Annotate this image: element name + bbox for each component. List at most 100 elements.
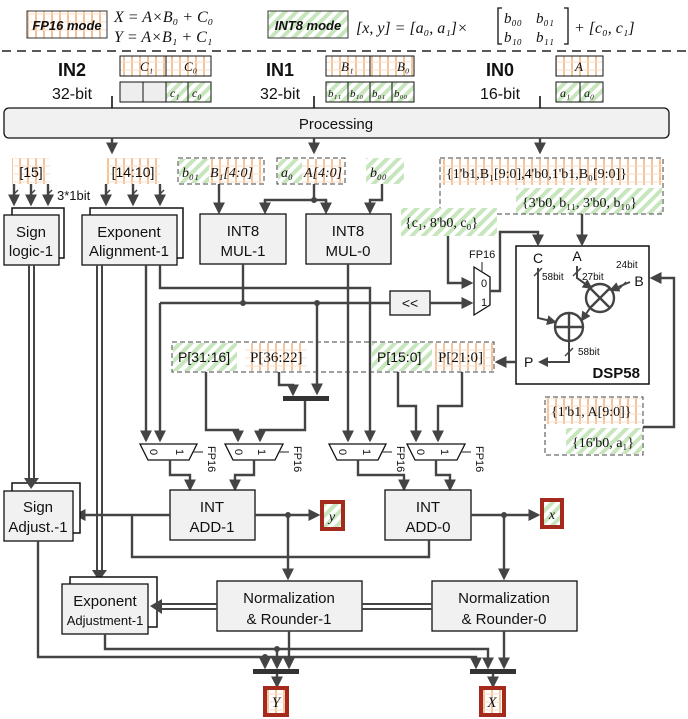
add1-label-1: INT [200, 499, 224, 516]
in1-label: IN1 [266, 60, 294, 80]
matrix-b11: b₁₁ [536, 30, 554, 46]
mux-add1-a [138, 443, 199, 461]
dsp-port-p: P [524, 354, 533, 370]
exp-bits-label: [14:10] [112, 164, 155, 180]
dsp-b-bitwidth: 24bit [616, 260, 638, 271]
mux-select-fp16: FP16 [394, 446, 406, 472]
mux-add0-a [327, 443, 388, 461]
b00-field [366, 158, 404, 184]
mux-add0-b [405, 443, 467, 461]
mux-select-fp16: FP16 [291, 446, 303, 472]
in1-field-b00 [391, 81, 415, 103]
exp-align-label-1: Exponent [97, 224, 161, 241]
add1-label-2: ADD-1 [189, 519, 234, 536]
int8-equation-lhs: [x, y] = [a₀, a₁]× [356, 20, 468, 37]
fp16-mode-swatch [26, 10, 108, 39]
mux-label-0: 0 [147, 449, 159, 455]
in1-width: 32-bit [260, 86, 301, 103]
mux-label-1: 1 [255, 449, 267, 455]
mul0-label-2: MUL-0 [325, 243, 370, 260]
output-y-label: y [327, 510, 336, 525]
matrix-b01: b₀₁ [536, 11, 554, 27]
dsp-c-int8-operand: {c₁, 8'b0, c₀} [405, 216, 478, 231]
exp-align-label-2: Alignment-1 [89, 243, 169, 260]
dsp58-block: C A B P DSP58 58bit 27bit 24bit 58bit [515, 245, 650, 385]
in2-width: 32-bit [52, 86, 93, 103]
int8-mode-label: INT8 mode [275, 18, 341, 33]
add0-label-1: INT [416, 499, 440, 516]
bit-bus-wires: 3*1bit [8, 184, 166, 207]
output-Y-label: Y [272, 695, 282, 711]
in2-field-c0-text: C₀ [184, 59, 197, 74]
dsp-a-int8-operand: {3'b0, b₁₁, 3'b0, b₁₀} [522, 196, 637, 211]
in0-width: 16-bit [480, 86, 521, 103]
dsp-b-int8-operand: {16'b0, a₁} [572, 436, 634, 451]
processing-block [3, 107, 670, 139]
legend-int8: INT8 mode [x, y] = [a₀, a₁]× b₀₀ b₀₁ b₁₀… [267, 7, 635, 46]
norm0-label-2: & Rounder-0 [461, 611, 546, 628]
in2-field-c0 [165, 55, 212, 77]
dsp-a-fp16-operand: {1'b1,B₁[9:0],4'b0,1'b1,B₀[9:0]} [446, 167, 627, 182]
mul1-label-2: MUL-1 [220, 243, 265, 260]
int8-mode-swatch [267, 10, 349, 39]
p-lo-int8-field: P[15:0] [377, 349, 421, 365]
mul1-fp16-operand: B₁[4:0] [210, 166, 253, 181]
in2-int8-c0-text: c₀ [192, 86, 202, 100]
in1-int8-b00-text: b₀₀ [394, 88, 407, 100]
mul1-label-1: INT8 [227, 223, 260, 240]
exp-adj-label-1: Exponent [73, 593, 137, 610]
dsp-b-fp16-operand: {1'b1, A[9:0]} [551, 405, 632, 420]
dsp-c-mux-in0: 0 [481, 278, 487, 290]
in0-int8-a0-text: a₀ [584, 86, 594, 100]
sign-logic-label-2: logic-1 [9, 243, 53, 260]
dsp-p-bitwidth: 58bit [578, 347, 600, 358]
sign-bit-field [12, 158, 50, 184]
in0-field-a0 [579, 81, 604, 103]
sign-adj-label-1: Sign [23, 499, 53, 516]
in1-field-b0-text: B₀ [397, 59, 409, 74]
mul1-int8-operand: b₀₁ [182, 166, 199, 181]
exponent-alignment-block [81, 214, 178, 266]
dsp-port-a: A [572, 248, 582, 264]
in2-field-c1-text: C₁ [140, 59, 153, 74]
legend-fp16: FP16 mode X = A×B₀ + C₀ Y = A×B₁ + C₁ [26, 9, 213, 46]
in2-field-c0-int8 [187, 81, 212, 103]
in2-label: IN2 [58, 60, 86, 80]
add0-label-2: ADD-0 [405, 519, 450, 536]
mux-select-fp16: FP16 [473, 446, 485, 472]
matrix-b00: b₀₀ [504, 11, 522, 27]
in1-int8-b01-text: b₀₁ [372, 88, 385, 100]
norm1-label-2: & Rounder-1 [246, 611, 331, 628]
matrix-left-bracket [497, 7, 502, 45]
mux-label-0: 0 [232, 449, 244, 455]
dsp-port-b: B [634, 273, 643, 289]
dsp-p-output-field: P[31:16] P[36:22] P[15:0] P[21:0] [171, 341, 495, 373]
dsp-c-bitwidth: 58bit [542, 272, 564, 283]
dsp-c-mux [473, 265, 491, 317]
in0-int8-a1-text: a₁ [560, 86, 570, 100]
normalization-rounder-0-block [431, 580, 578, 632]
int8-equation-rhs: + [c₀, c₁] [574, 20, 635, 37]
sign-logic-label-1: Sign [16, 224, 46, 241]
dsp-c-int8-field [401, 208, 497, 236]
in1-field-b1-text: B₁ [341, 59, 353, 74]
in2-field-empty-2 [142, 81, 167, 103]
in0-field-a [555, 55, 604, 77]
in2-int8-c1-text: c₁ [170, 86, 180, 100]
dsp-a-input-field: {1'b1,B₁[9:0],4'b0,1'b1,B₀[9:0]} {3'b0, … [439, 157, 664, 215]
dsp-b-input-field: {1'b1, A[9:0]} {16'b0, a₁} [544, 396, 644, 456]
mul1-input-field: b₀₁ B₁[4:0] [177, 157, 265, 185]
fp16-equation-y: Y = A×B₁ + C₁ [114, 29, 212, 46]
mul0-fp16-operand: A[4:0] [303, 166, 342, 181]
int8-mul-1-block [199, 213, 287, 265]
mul0-input-field: a₀ A[4:0] [276, 157, 346, 185]
mul0-int8-operand: a₀ [281, 166, 293, 181]
dsp-a-bitwidth: 27bit [582, 272, 604, 283]
processing-label: Processing [299, 116, 373, 133]
fp16-equation-x: X = A×B₀ + C₀ [113, 9, 213, 26]
output-X-label: X [486, 695, 497, 711]
sign-bit-label: [15] [19, 164, 42, 180]
input-in2: IN2 32-bit C₁ C₀ c₁ c₀ [52, 55, 212, 103]
in2-field-empty-1 [119, 81, 144, 103]
